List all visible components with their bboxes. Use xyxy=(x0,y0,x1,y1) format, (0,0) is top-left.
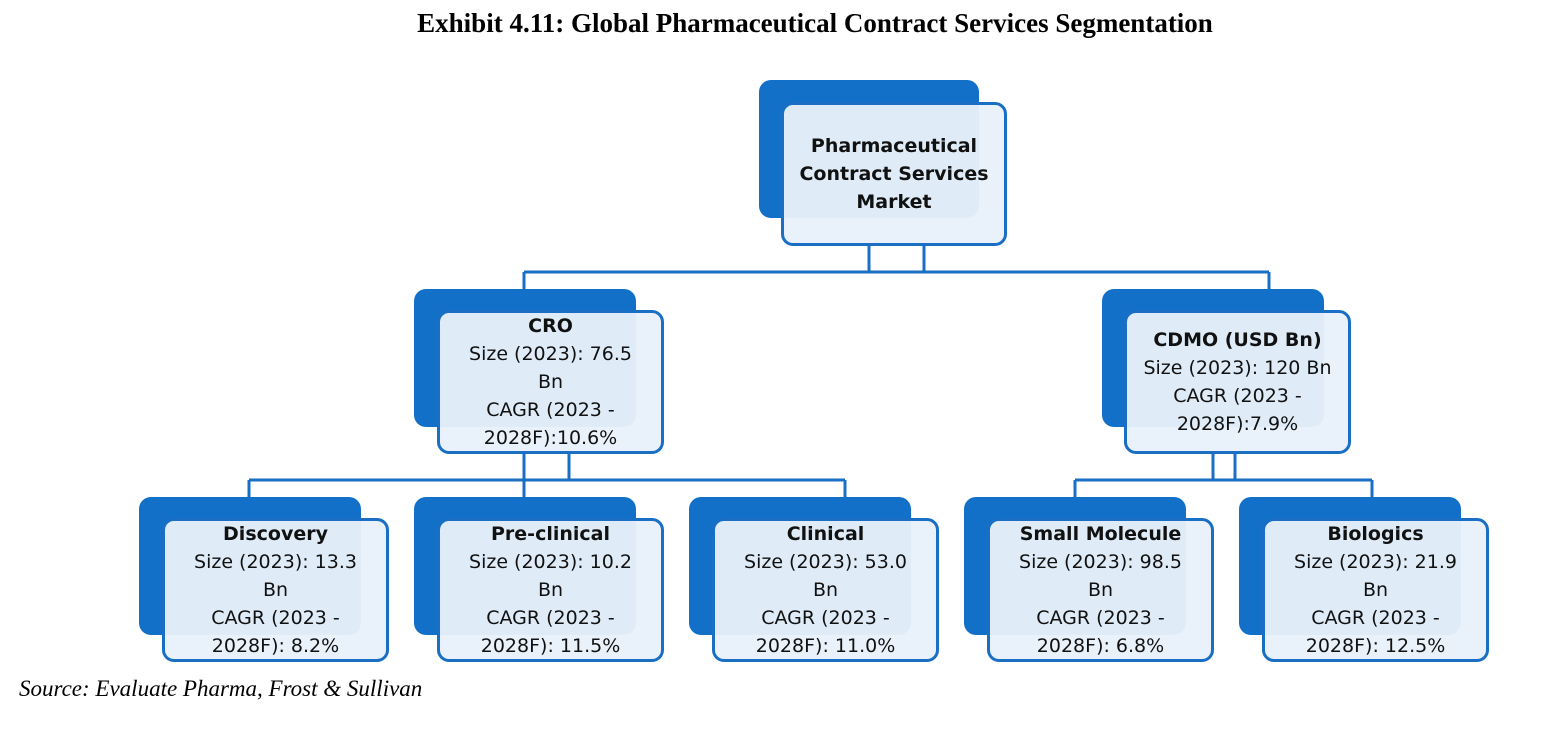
biologics-detail-3: CAGR (2023 - xyxy=(1311,607,1440,629)
connector-root-down xyxy=(867,246,926,272)
smallmolecule-name: Small Molecule xyxy=(1019,523,1182,545)
biologics-detail-4: 2028F): 12.5% xyxy=(1305,635,1446,657)
clinical-name: Clinical xyxy=(786,523,865,545)
biologics-name: Biologics xyxy=(1327,523,1424,545)
connector-cro-down xyxy=(522,454,571,492)
cdmo-detail-3: 2028F):7.9% xyxy=(1176,413,1299,435)
discovery-detail-3: CAGR (2023 - xyxy=(211,607,340,629)
preclinical-detail-4: 2028F): 11.5% xyxy=(480,635,621,657)
cro-detail-4: 2028F):10.6% xyxy=(483,427,618,449)
cdmo-detail-1: Size (2023): 120 Bn xyxy=(1143,357,1332,379)
exhibit-title: Exhibit 4.11: Global Pharmaceutical Cont… xyxy=(417,8,1213,38)
smallmolecule-detail-4: 2028F): 6.8% xyxy=(1036,635,1165,657)
preclinical-detail-3: CAGR (2023 - xyxy=(486,607,615,629)
preclinical-detail-2: Bn xyxy=(537,579,564,601)
biologics-detail-2: Bn xyxy=(1362,579,1389,601)
cro-detail-1: Size (2023): 76.5 xyxy=(469,343,632,365)
smallmolecule-detail-3: CAGR (2023 - xyxy=(1036,607,1165,629)
preclinical-name: Pre-clinical xyxy=(491,523,610,545)
smallmolecule-detail-2: Bn xyxy=(1087,579,1114,601)
clinical-detail-4: 2028F): 11.0% xyxy=(755,635,896,657)
biologics-detail-1: Size (2023): 21.9 xyxy=(1294,551,1457,573)
root-name-line-1: Pharmaceutical xyxy=(810,135,978,157)
cdmo-detail-2: CAGR (2023 - xyxy=(1173,385,1302,407)
connector-cdmo-down xyxy=(1211,454,1237,480)
discovery-detail-2: Bn xyxy=(262,579,289,601)
clinical-detail-3: CAGR (2023 - xyxy=(761,607,890,629)
cdmo-name: CDMO (USD Bn) xyxy=(1153,329,1322,351)
cro-detail-3: CAGR (2023 - xyxy=(486,399,615,421)
clinical-detail-2: Bn xyxy=(812,579,839,601)
root-name-line-2: Contract Services xyxy=(799,163,989,185)
source-note: Source: Evaluate Pharma, Frost & Sulliva… xyxy=(19,676,423,701)
cro-detail-2: Bn xyxy=(537,371,564,393)
root-name-line-3: Market xyxy=(856,191,932,213)
discovery-detail-4: 2028F): 8.2% xyxy=(211,635,340,657)
clinical-detail-1: Size (2023): 53.0 xyxy=(744,551,907,573)
discovery-detail-1: Size (2023): 13.3 xyxy=(194,551,357,573)
preclinical-detail-1: Size (2023): 10.2 xyxy=(469,551,632,573)
cro-name: CRO xyxy=(528,315,573,337)
smallmolecule-detail-1: Size (2023): 98.5 xyxy=(1019,551,1182,573)
discovery-name: Discovery xyxy=(223,523,328,545)
